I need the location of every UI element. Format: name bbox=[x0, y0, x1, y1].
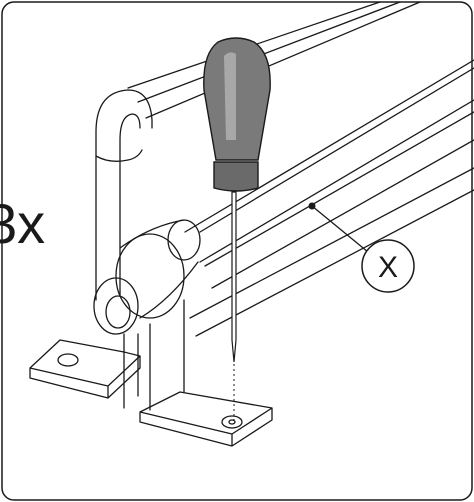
joint-body bbox=[119, 219, 199, 319]
right-screw-hole bbox=[221, 415, 243, 429]
awl-handle bbox=[203, 37, 271, 161]
left-base-plate bbox=[29, 339, 141, 399]
left-screw-hole bbox=[57, 353, 79, 367]
awl-shaft bbox=[231, 191, 237, 363]
callout-leader-line bbox=[311, 205, 369, 253]
bar-tube bbox=[127, 1, 421, 119]
rail-front-face bbox=[204, 111, 474, 289]
awl-icon bbox=[203, 37, 271, 420]
awl-handle-highlight bbox=[224, 52, 236, 140]
bracket-arm-band bbox=[95, 149, 143, 162]
joint-front bbox=[115, 233, 185, 319]
bracket-arm-outer bbox=[95, 89, 153, 301]
joint-cap-inner bbox=[105, 295, 131, 329]
callout-label: X bbox=[378, 251, 398, 284]
rail-top-edge bbox=[199, 67, 474, 233]
right-screw-hole-inner bbox=[228, 419, 236, 425]
awl-ferrule bbox=[213, 161, 259, 192]
joint-ring bbox=[167, 219, 201, 261]
quantity-multiplier-label: 3x bbox=[0, 192, 46, 255]
joint-cap bbox=[93, 277, 139, 335]
towel-bar-icon bbox=[29, 1, 474, 447]
right-post bbox=[149, 299, 185, 411]
right-base-plate bbox=[139, 391, 273, 447]
bracket-arm-inner bbox=[119, 113, 141, 297]
callout-circle bbox=[361, 239, 415, 293]
rail-bottom-face bbox=[189, 167, 474, 337]
callout-x: X bbox=[308, 202, 415, 293]
